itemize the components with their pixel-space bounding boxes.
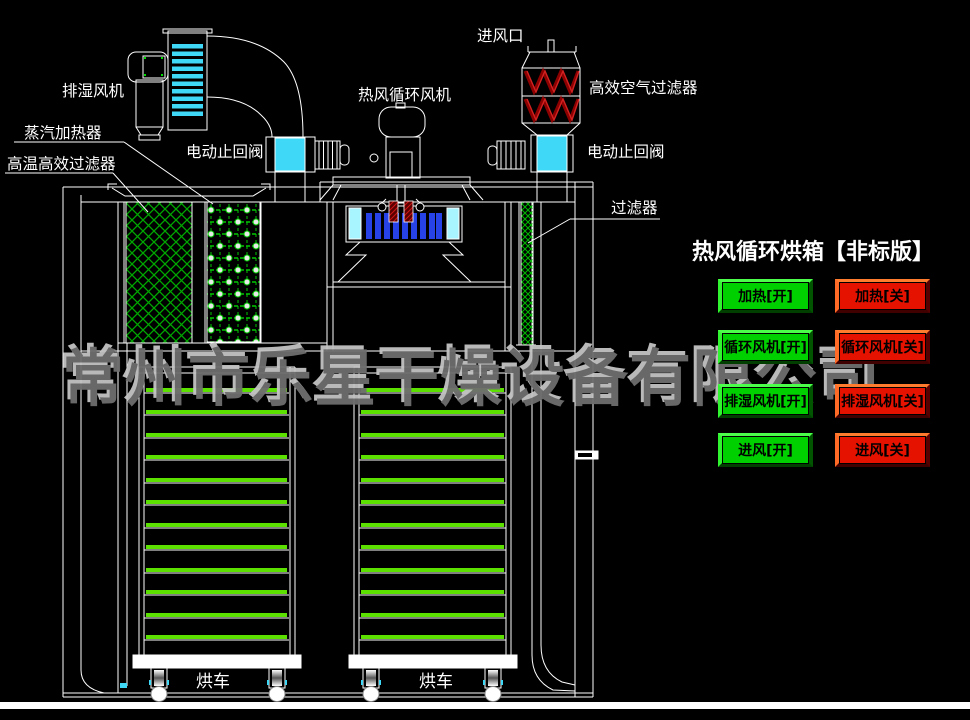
- drying-cart-left: [132, 366, 302, 702]
- label-hepa-air-filter: 高效空气过滤器: [589, 79, 698, 97]
- label-high-temp-filter: 高温高效过滤器: [7, 155, 116, 173]
- check-valve-left: [265, 136, 350, 202]
- label-air-inlet: 进风口: [477, 27, 524, 45]
- exhaust-fan-on-button[interactable]: 排湿风机[开]: [718, 384, 813, 418]
- heat-off-button[interactable]: 加热[关]: [835, 279, 930, 313]
- panel-title: 热风循环烘箱【非标版】: [692, 240, 935, 265]
- filter-column-right: [516, 201, 536, 346]
- air-inlet-on-button[interactable]: 进风[开]: [718, 433, 813, 467]
- heat-on-label: 加热[开]: [722, 282, 809, 310]
- fan-funnel: [337, 241, 472, 283]
- check-valve-right: [487, 134, 574, 202]
- label-exhaust-fan: 排湿风机: [62, 82, 125, 100]
- exhaust-fan-off-button[interactable]: 排湿风机[关]: [835, 384, 930, 418]
- heat-off-label: 加热[关]: [839, 282, 926, 310]
- leader-lines: [5, 141, 660, 244]
- steam-heater-column: [204, 201, 262, 343]
- circulation-fan-off-label: 循环风机[关]: [839, 333, 926, 361]
- inlet-stack: [521, 39, 581, 136]
- exhaust-elbow-duct: [206, 35, 304, 138]
- label-filter: 过滤器: [611, 199, 658, 217]
- label-circulation-fan: 热风循环风机: [358, 86, 452, 104]
- heat-exchanger: [345, 198, 463, 243]
- exhaust-blower: [127, 28, 304, 141]
- air-inlet-off-button[interactable]: 进风[关]: [835, 433, 930, 467]
- oven-shell: [62, 181, 599, 698]
- label-steam-heater: 蒸汽加热器: [24, 124, 102, 142]
- wall-handle: [574, 450, 599, 460]
- floor-band: [0, 702, 970, 709]
- hepa-filter-body: [521, 67, 581, 124]
- exhaust-fan-off-label: 排湿风机[关]: [839, 387, 926, 415]
- heat-on-button[interactable]: 加热[开]: [718, 279, 813, 313]
- blower-grille: [172, 44, 203, 116]
- circulation-fan-motor: [369, 102, 426, 179]
- circulation-fan-off-button[interactable]: 循环风机[关]: [835, 330, 930, 364]
- circulation-fan: [319, 102, 512, 351]
- label-cart-right: 烘车: [419, 672, 453, 692]
- air-inlet-off-label: 进风[关]: [839, 436, 926, 464]
- top-lid: [107, 183, 271, 197]
- drain-mark: [120, 683, 127, 688]
- label-check-valve-right: 电动止回阀: [587, 143, 665, 161]
- air-inlet-on-label: 进风[开]: [722, 436, 809, 464]
- drying-cart-right: [348, 366, 518, 702]
- exhaust-fan-on-label: 排湿风机[开]: [722, 387, 809, 415]
- label-cart-left: 烘车: [196, 672, 230, 692]
- circulation-fan-on-button[interactable]: 循环风机[开]: [718, 330, 813, 364]
- label-check-valve-left: 电动止回阀: [186, 143, 264, 161]
- filter-column-left: [118, 201, 327, 344]
- circulation-fan-on-label: 循环风机[开]: [722, 333, 809, 361]
- blower-down-duct: [135, 79, 164, 141]
